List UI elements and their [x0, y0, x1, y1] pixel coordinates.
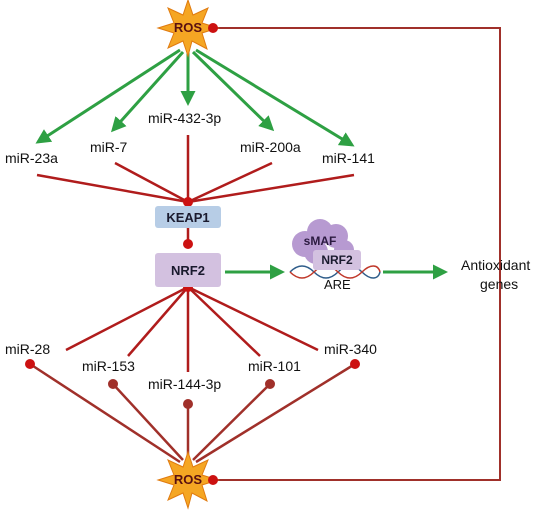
- mir-340-dot: [350, 359, 360, 369]
- line-nrf2-to-mir-28: [65, 285, 189, 352]
- ros-bottom-label: ROS: [173, 472, 203, 487]
- mir-label-mir-141: miR-141: [322, 150, 375, 166]
- mir-label-mir-432-3p: miR-432-3p: [148, 110, 222, 126]
- nrf2-inhibition-dot: [183, 239, 193, 249]
- mir-101-dot: [265, 379, 275, 389]
- line-mir-141-to-keap1: [187, 173, 355, 204]
- ros-activation-arrows: [35, 48, 355, 147]
- ros-top-label: ROS: [173, 20, 203, 35]
- ros-bottom-burst: [156, 450, 220, 510]
- mir-label-mir-7: miR-7: [90, 139, 128, 155]
- arrow-ros-to-mir-200a: [191, 50, 275, 132]
- mir-label-mir-200a: miR-200a: [240, 139, 301, 155]
- nrf2-complex-box: NRF2: [313, 250, 361, 270]
- mir-label-mir-28: miR-28: [5, 341, 51, 357]
- ros-top-burst: [156, 0, 220, 58]
- arrow-ros-to-mir-141: [195, 48, 355, 147]
- antioxidant-label-line1: Antioxidant: [461, 257, 531, 273]
- keap1-box: KEAP1: [155, 206, 221, 228]
- line-mir-7-to-keap1: [114, 161, 189, 204]
- line-ros-to-mir-101: [192, 383, 271, 461]
- feedback-loop-line: [213, 27, 501, 481]
- line-nrf2-to-mir-153: [127, 286, 189, 357]
- mir-label-mir-23a: miR-23a: [5, 150, 58, 166]
- line-ros-to-mir-340: [195, 362, 356, 464]
- mir-label-mir-340: miR-340: [324, 341, 377, 357]
- line-mir-23a-to-keap1: [36, 173, 189, 204]
- line-nrf2-to-mir-101: [187, 286, 261, 357]
- antioxidant-label-line2: genes: [480, 276, 519, 292]
- ros-top-feedback-dot: [208, 23, 218, 33]
- mir-label-mir-101: miR-101: [248, 358, 301, 374]
- ros-bottom-feedback-dot: [208, 475, 218, 485]
- keap1-inhibition-dot: [183, 197, 193, 207]
- line-mir-200a-to-keap1: [187, 161, 273, 204]
- line-ros-to-mir-153: [112, 383, 184, 461]
- arrow-ros-to-mir-7: [110, 50, 185, 133]
- ros-bottom-inhibition-lines: [29, 362, 356, 464]
- nrf2-box: NRF2: [155, 253, 221, 287]
- mir-28-dot: [25, 359, 35, 369]
- are-dna-icon: [289, 265, 381, 279]
- are-label: ARE: [324, 277, 351, 292]
- line-nrf2-to-mir-340: [187, 285, 319, 352]
- bottom-mir-lines: [65, 285, 319, 372]
- mir-153-dot: [108, 379, 118, 389]
- mir-keap1-inhibition-lines: [36, 135, 355, 204]
- mir-144-3p-dot: [183, 399, 193, 409]
- line-ros-to-mir-28: [29, 362, 181, 464]
- arrow-ros-to-mir-23a: [35, 48, 181, 144]
- mir-label-mir-144-3p: miR-144-3p: [148, 376, 222, 392]
- smaf-label: sMAF: [303, 234, 337, 248]
- mir-label-mir-153: miR-153: [82, 358, 135, 374]
